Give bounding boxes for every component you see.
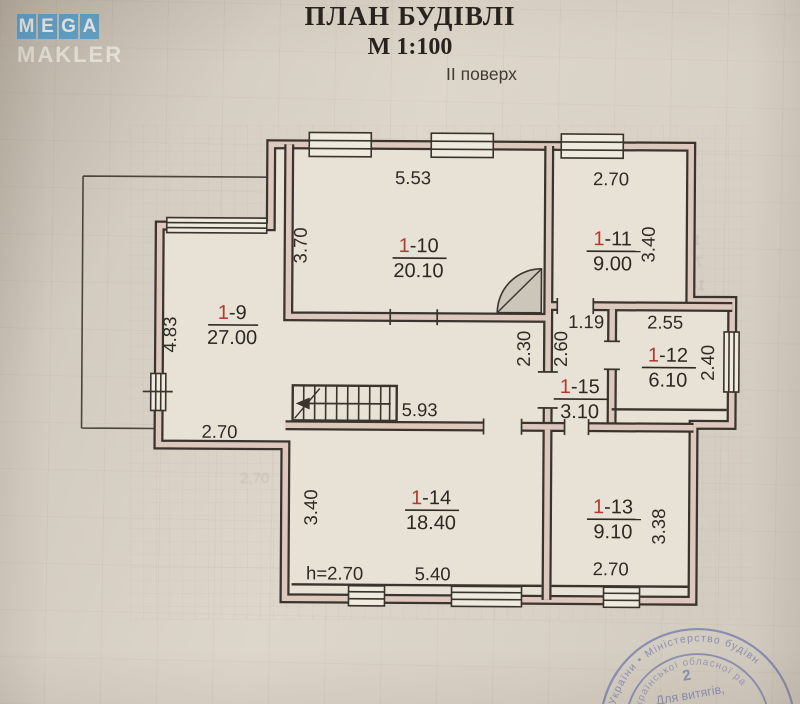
plan-title: ПЛАН БУДІВЛІ bbox=[304, 1, 516, 31]
dim-r9-bottom: 2.70 bbox=[201, 421, 237, 442]
room-number-prefix: 1 bbox=[399, 235, 410, 257]
dim-r11-right: 3.40 bbox=[638, 226, 659, 262]
room-area: 6.10 bbox=[648, 370, 687, 392]
stairs bbox=[291, 384, 398, 423]
dim-r9-left: 4.83 bbox=[159, 317, 180, 353]
dim-r13-bottom: 2.70 bbox=[593, 558, 629, 579]
stair-arrow bbox=[302, 402, 391, 405]
title-block: ПЛАН БУДІВЛІ М 1:100 bbox=[240, 0, 580, 62]
svg-text:1-12: 1-12 bbox=[648, 345, 688, 367]
room-area: 3.10 bbox=[560, 401, 599, 423]
room-number: -11 bbox=[604, 228, 632, 250]
building-footprint bbox=[158, 144, 733, 601]
dim-r14-bottom: 5.40 bbox=[415, 563, 451, 584]
dim-r12-right: 2.40 bbox=[697, 345, 718, 381]
windows bbox=[149, 131, 740, 609]
svg-text:1-15: 1-15 bbox=[560, 376, 600, 398]
room-label-1-15: 1-15 3.10 bbox=[553, 376, 608, 423]
logo-subtitle: MAKLER bbox=[17, 42, 124, 67]
door-arc bbox=[496, 268, 543, 314]
room-number-prefix: 1 bbox=[648, 345, 659, 367]
window bbox=[430, 132, 495, 159]
outer-walls bbox=[153, 139, 738, 606]
dim-corridor-height: 2.60 bbox=[550, 331, 571, 367]
window bbox=[347, 584, 386, 607]
room-area: 9.00 bbox=[593, 253, 632, 275]
room-number: -13 bbox=[604, 496, 633, 518]
ghost-text: 2,70 bbox=[240, 470, 270, 487]
dim-r10-left: 3.70 bbox=[290, 227, 311, 263]
svg-text:1-10: 1-10 bbox=[399, 235, 439, 257]
room-number: -9 bbox=[229, 302, 247, 324]
room-label-1-13: 1-13 9.10 bbox=[586, 496, 641, 543]
svg-text:1-11: 1-11 bbox=[593, 228, 632, 250]
interior-walls bbox=[283, 144, 733, 600]
terrace-outline bbox=[80, 175, 267, 430]
room-area: 27.00 bbox=[207, 327, 257, 349]
logo-letter-tile: A bbox=[80, 14, 99, 39]
mega-makler-logo: M E G A MAKLER bbox=[17, 14, 123, 68]
window bbox=[722, 331, 740, 393]
logo-letter-tile: G bbox=[59, 14, 78, 39]
window bbox=[308, 131, 373, 158]
dim-r12-top: 2.55 bbox=[647, 312, 683, 333]
logo-letter-tile: E bbox=[38, 14, 57, 39]
window bbox=[602, 586, 641, 609]
room-area: 20.10 bbox=[393, 260, 443, 282]
room-label-1-11: 1-11 9.00 bbox=[586, 228, 641, 275]
dim-r14-left: 3.40 bbox=[300, 489, 321, 525]
room-number-prefix: 1 bbox=[411, 487, 422, 509]
dimension-labels: 5.53 3.70 2.70 3.40 1.19 2.55 2.30 2.60 … bbox=[159, 167, 718, 584]
room-label-1-9: 1-9 27.00 bbox=[207, 302, 259, 349]
plan-scale: М 1:100 bbox=[367, 34, 453, 60]
dim-r10-top: 5.53 bbox=[395, 167, 431, 188]
room-number-prefix: 1 bbox=[593, 228, 604, 250]
room-label-1-12: 1-12 6.10 bbox=[641, 345, 696, 392]
room-label-1-14: 1-14 18.40 bbox=[405, 487, 460, 534]
floor-label: ІІ поверх bbox=[446, 64, 517, 84]
dim-r13-right: 3.38 bbox=[648, 509, 669, 545]
room-number: -12 bbox=[659, 345, 688, 367]
dim-r11-top: 2.70 bbox=[593, 168, 629, 189]
dim-ceiling-height: h=2.70 bbox=[306, 562, 363, 583]
svg-text:1-9: 1-9 bbox=[218, 302, 247, 324]
dim-passage-height: 2.30 bbox=[513, 331, 534, 367]
logo-tiles: M E G A bbox=[17, 14, 123, 39]
window bbox=[450, 585, 523, 608]
opening-ticks bbox=[142, 297, 621, 436]
room-number-prefix: 1 bbox=[218, 302, 229, 324]
room-area: 18.40 bbox=[406, 512, 456, 534]
window bbox=[560, 133, 625, 160]
logo-letter-tile: M bbox=[17, 14, 36, 39]
window bbox=[165, 216, 268, 234]
room-label-1-10: 1-10 20.10 bbox=[392, 235, 447, 282]
svg-text:1-13: 1-13 bbox=[593, 496, 633, 518]
room-number: -15 bbox=[571, 376, 600, 398]
room-number: -14 bbox=[422, 487, 451, 509]
svg-text:1-14: 1-14 bbox=[411, 487, 451, 509]
room-area: 9.10 bbox=[593, 521, 632, 543]
room-number-prefix: 1 bbox=[560, 376, 571, 398]
dim-corridor-top: 1.19 bbox=[568, 311, 604, 332]
room-number: -10 bbox=[410, 235, 439, 257]
dim-hall-width: 5.93 bbox=[402, 399, 438, 420]
room-number-prefix: 1 bbox=[593, 496, 604, 518]
